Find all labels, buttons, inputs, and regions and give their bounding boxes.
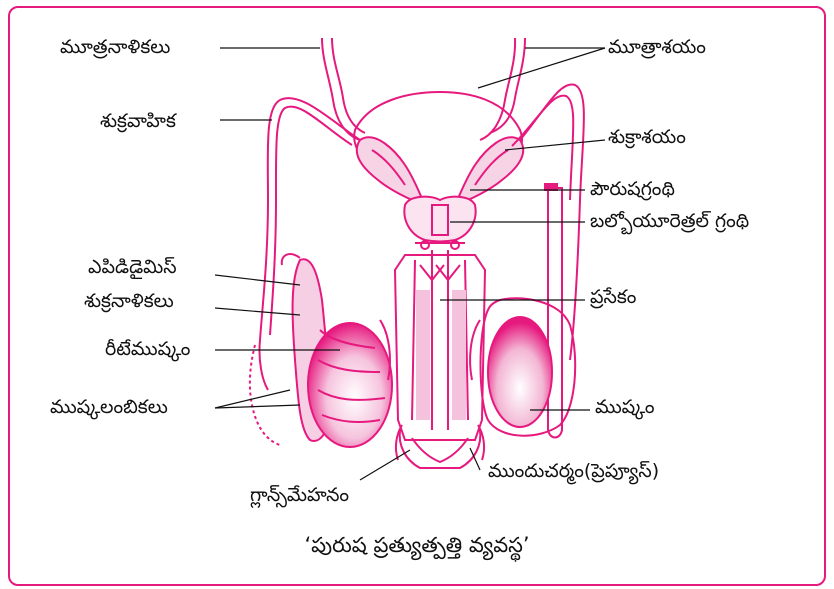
label-seminiferous-tubules: శుక్రనాళికలు — [84, 292, 174, 311]
label-foreskin: ముందుచర్మం(ప్రెప్యూస్) — [488, 462, 659, 481]
label-bulbourethral-gland: బల్బోయూరెత్రల్ గ్రంథి — [590, 212, 749, 231]
label-urinary-bladder: మూత్రాశయం — [608, 38, 706, 57]
diagram-caption: ‘పురుష ప్రత్యుత్పత్తి వ్యవస్థ’ — [0, 533, 834, 563]
label-testis: ముష్కం — [595, 398, 655, 417]
label-testicular-lobules: ముష్కలంబికలు — [50, 398, 168, 417]
label-prostate-gland: పౌరుషగ్రంథి — [590, 180, 675, 199]
label-rete-testis: రీటేముష్కం — [105, 340, 190, 359]
label-glans-penis: గ్లాన్స్‌మేహనం — [250, 486, 349, 505]
label-urethra: ప్రసేకం — [590, 288, 636, 307]
testis-left — [308, 323, 392, 447]
label-vas-deferens: శుక్రవాహిక — [100, 112, 176, 131]
label-seminal-vesicle: శుక్రాశయం — [608, 128, 686, 147]
label-epididymis: ఎపిడిడైమిస్ — [88, 258, 177, 277]
ureter-right — [480, 38, 515, 140]
seminal-vesicle-left — [357, 137, 425, 205]
seminal-vesicle-right — [455, 137, 523, 205]
label-ureters: మూత్రనాళికలు — [60, 38, 170, 57]
